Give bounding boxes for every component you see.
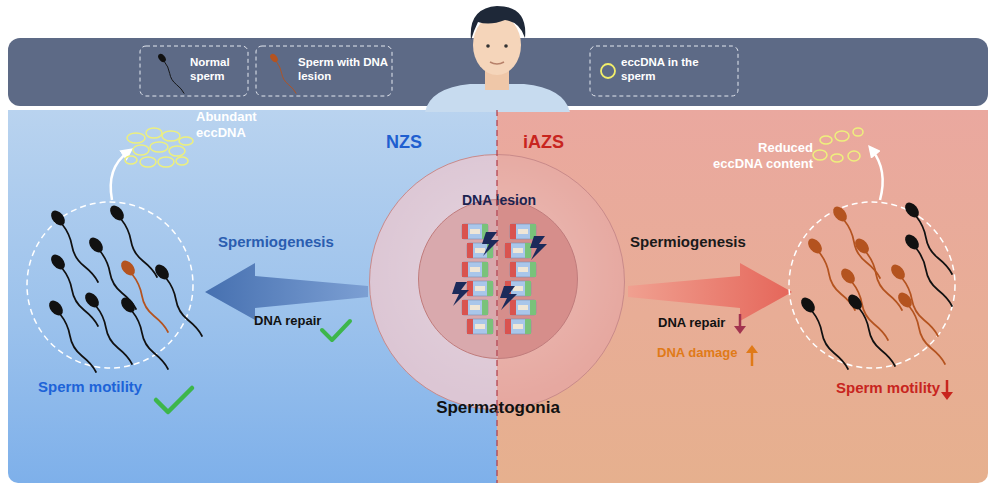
person-eye	[504, 44, 508, 48]
node-label: DNA lesion	[419, 192, 579, 209]
legend-text: Sperm with DNA lesion	[298, 56, 393, 84]
nucleus-circle: DNA lesion	[418, 199, 578, 359]
legend-box	[590, 46, 738, 96]
person-eye	[486, 44, 490, 48]
person-neck	[485, 70, 509, 90]
legend-text: eccDNA in the sperm	[621, 56, 716, 84]
node-label: Spermatogonia	[370, 398, 626, 418]
legend-icon	[601, 64, 615, 78]
person-shirt	[425, 84, 570, 112]
person-hair	[471, 6, 526, 40]
person-face	[473, 15, 521, 75]
person-mouth	[490, 62, 504, 64]
legend-banner	[8, 38, 988, 106]
legend-icon	[269, 52, 296, 93]
legend-box	[256, 46, 392, 96]
node-label: iAZS	[523, 132, 564, 154]
legend-text: Normal sperm	[190, 56, 248, 84]
cell-circle: SpermatogoniaDNA lesion	[369, 154, 625, 410]
node-label: NZS	[386, 132, 422, 154]
legend-icon	[157, 52, 184, 93]
legend-box	[140, 46, 248, 96]
